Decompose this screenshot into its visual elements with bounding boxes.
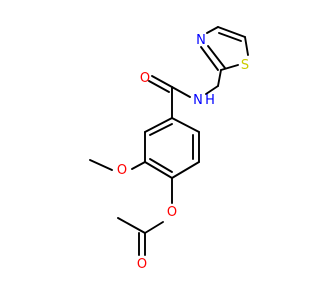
atom-label-n-thiazole: N [196, 33, 206, 48]
atom-label-o-methoxy: O [117, 163, 127, 178]
bond-ring-6-inner [149, 123, 173, 136]
bond-ring-methoxy-o [131, 161, 146, 170]
atom-ester-oxygen: O [167, 205, 177, 220]
bond-co-double-a [151, 75, 173, 88]
bond-thz-s-c2 [220, 64, 239, 71]
atom-amide-nitrogen: N H [193, 93, 215, 108]
bond-acetyl-ch3 [117, 217, 146, 234]
atom-carbonyl-oxygen: O [140, 71, 150, 86]
atom-label-s-thiazole: S [241, 58, 249, 73]
bond-methoxy-o-ch3 [89, 159, 113, 171]
bond-thz-c2-n3-a [200, 46, 219, 71]
bond-ring-3 [171, 161, 200, 179]
atom-label-o-ester: O [167, 205, 177, 220]
bond-co-double-b [148, 80, 170, 93]
bond-ring-1 [171, 117, 200, 133]
atom-methoxy-oxygen: O [117, 163, 127, 178]
atom-label-h-amide: H [205, 93, 215, 108]
bond-thz-c4-c5-a [217, 26, 246, 38]
bond-ring-6 [144, 117, 173, 133]
bond-nh-thiazole [205, 85, 219, 95]
atom-label-n-amide: N [193, 93, 203, 108]
bond-ester-o-carbonyl [144, 221, 164, 234]
bonds [89, 26, 249, 256]
bond-thz-c4-c5-b [218, 32, 242, 42]
structure-diagram: O N H N S O O O [89, 26, 249, 272]
bond-thz-c5-s [244, 36, 249, 56]
bond-thz-c2-link [217, 69, 222, 87]
atom-labels: O N H N S O O O [117, 33, 249, 272]
atom-label-o-acetyl: O [137, 257, 147, 272]
atom-thiazole-nitrogen: N [196, 33, 206, 48]
atom-label-o-carbonyl: O [140, 71, 150, 86]
bond-ring-4-inner [149, 158, 173, 173]
bond-carbonyl-nh [171, 86, 191, 98]
molecule-canvas: O N H N S O O O [89, 26, 249, 272]
atom-acetyl-oxygen: O [137, 257, 147, 272]
bond-ring-4 [144, 161, 173, 179]
atom-thiazole-sulfur: S [241, 58, 249, 73]
bond-thz-c2-n3-b [207, 45, 226, 69]
bond-thz-n3-c4 [206, 26, 219, 34]
